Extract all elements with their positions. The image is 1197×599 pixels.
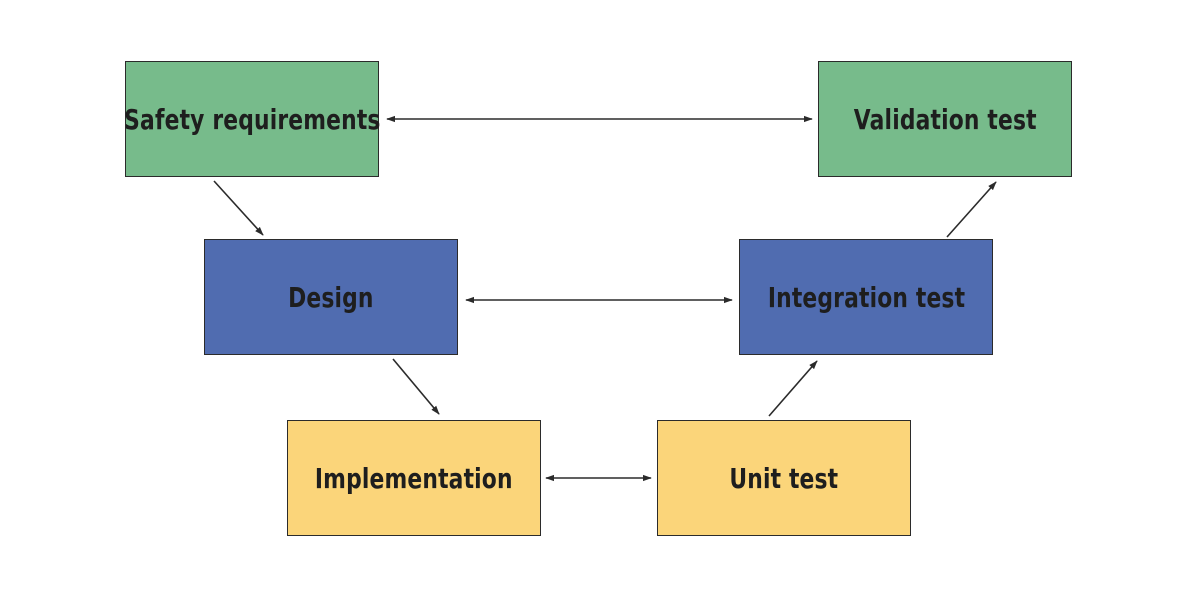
arrow-integration-to-validation — [946, 181, 997, 238]
integration-test-box: Integration test — [739, 239, 993, 355]
safety-requirements-box: Safety requirements — [123, 61, 381, 177]
design-box: Design — [204, 239, 458, 355]
validation-test-box: Validation test — [818, 61, 1072, 177]
implementation-label: Implementation — [315, 461, 513, 495]
arrow-design-to-implementation — [392, 358, 440, 415]
safety-requirements-label: Safety requirements — [123, 102, 381, 136]
implementation-box: Implementation — [287, 420, 541, 536]
unit-test-box: Unit test — [657, 420, 911, 536]
arrow-unit-to-integration — [768, 360, 818, 417]
arrow-safety-to-design — [213, 180, 264, 236]
validation-test-label: Validation test — [853, 102, 1037, 136]
integration-test-label: Integration test — [767, 280, 965, 314]
unit-test-label: Unit test — [729, 461, 839, 495]
design-label: Design — [288, 280, 374, 314]
